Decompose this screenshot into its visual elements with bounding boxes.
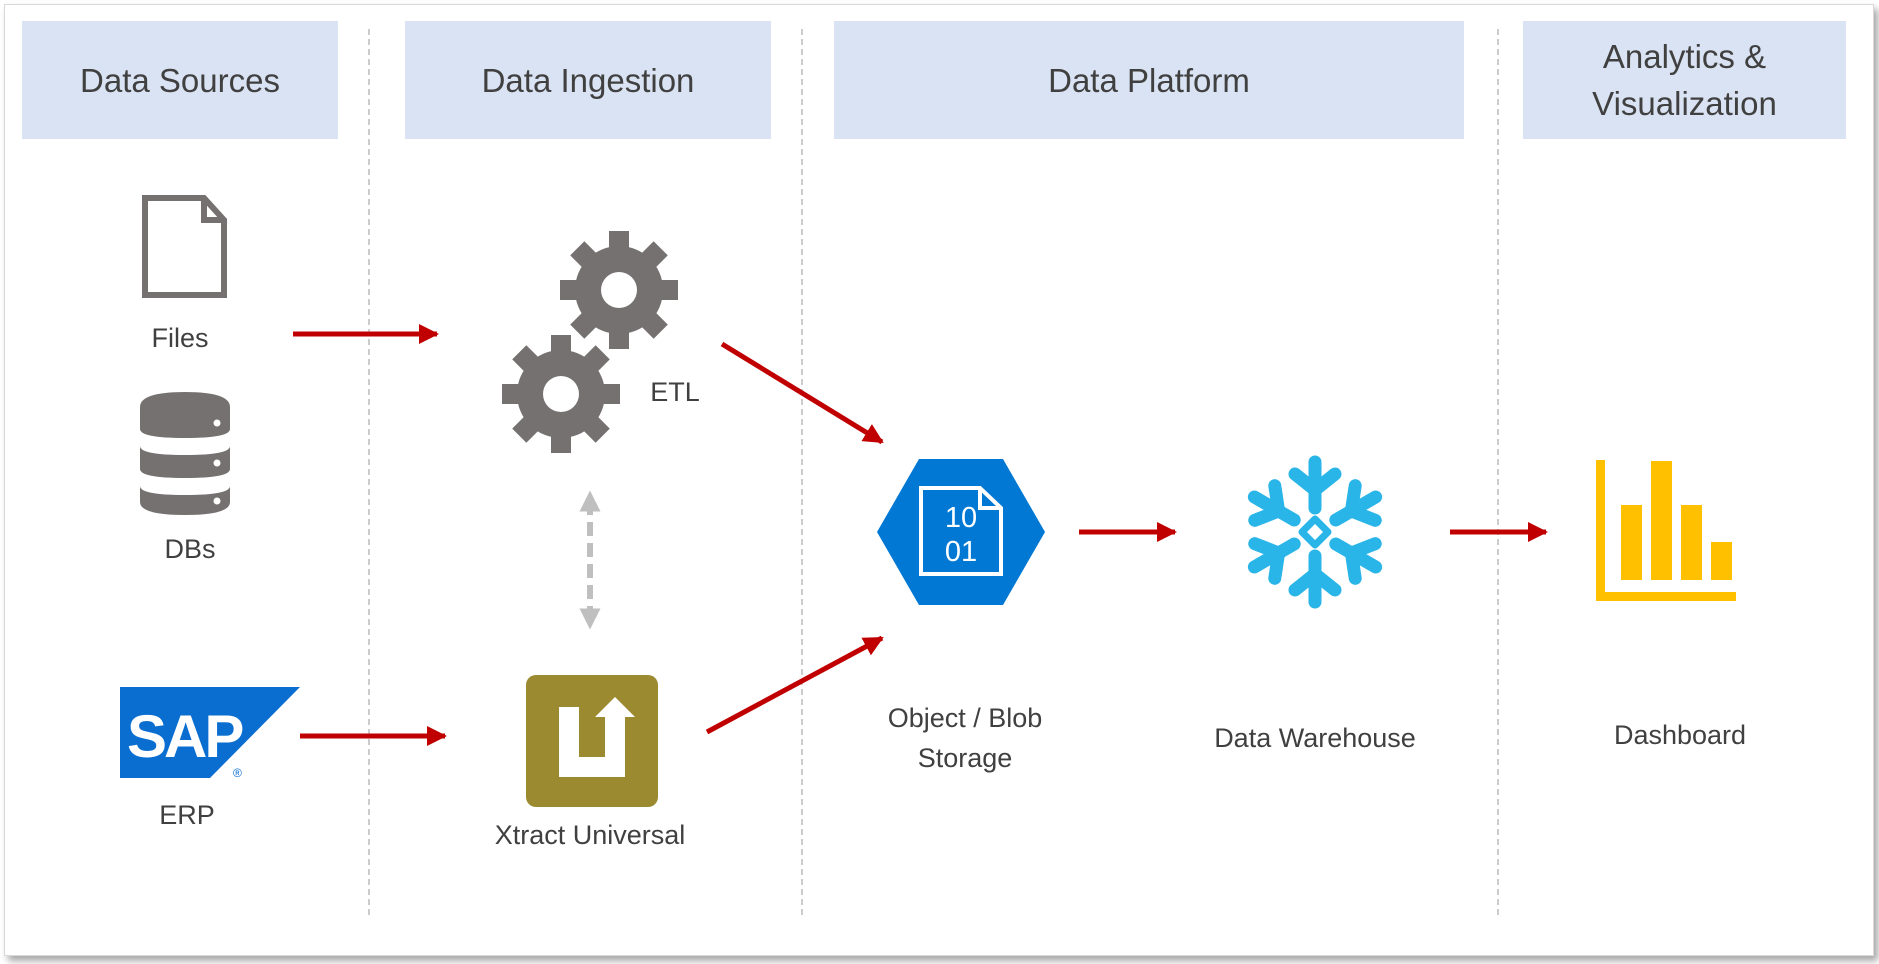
blob-storage-text-2: 01 (945, 536, 977, 568)
diagram-graphics: SAP ® (120, 195, 1736, 807)
gears-icon (502, 231, 678, 453)
label-dashboard: Dashboard (1613, 720, 1747, 750)
header-data-platform: Data Platform (834, 21, 1464, 139)
database-icon (140, 392, 230, 515)
label-etl: ETL (650, 377, 700, 407)
label-dbs: DBs (164, 534, 216, 564)
gear-large-icon (560, 231, 678, 349)
bar-chart-icon (1596, 460, 1736, 601)
sap-logo-text: SAP (127, 703, 242, 770)
arrow-xtract-to-storage (705, 635, 884, 735)
blob-storage-text-1: 10 (945, 502, 977, 534)
header-data-ingestion: Data Ingestion (405, 21, 771, 139)
divider-platform-analytics (1497, 29, 1499, 915)
arrow-etl-to-storage (720, 341, 884, 445)
label-xtract-universal: Xtract Universal (494, 820, 686, 850)
blob-storage-icon: 10 01 (877, 459, 1045, 605)
svg-text:®: ® (233, 766, 242, 780)
gear-small-icon (502, 335, 620, 453)
header-analytics-visualization: Analytics & Visualization (1523, 21, 1846, 139)
divider-ingestion-platform (801, 29, 803, 915)
label-erp: ERP (159, 800, 215, 830)
label-files: Files (151, 323, 209, 353)
label-object-blob-storage: Object / Blob Storage (887, 703, 1043, 773)
divider-sources-ingestion (368, 29, 370, 915)
sap-logo-icon: SAP ® (120, 687, 300, 780)
diagram-frame: Data Sources Data Ingestion Data Platfor… (4, 4, 1874, 956)
snowflake-icon (1247, 455, 1383, 609)
label-data-warehouse: Data Warehouse (1214, 723, 1416, 753)
xtract-universal-icon (526, 675, 658, 807)
file-icon (142, 195, 227, 298)
header-data-sources: Data Sources (22, 21, 338, 139)
